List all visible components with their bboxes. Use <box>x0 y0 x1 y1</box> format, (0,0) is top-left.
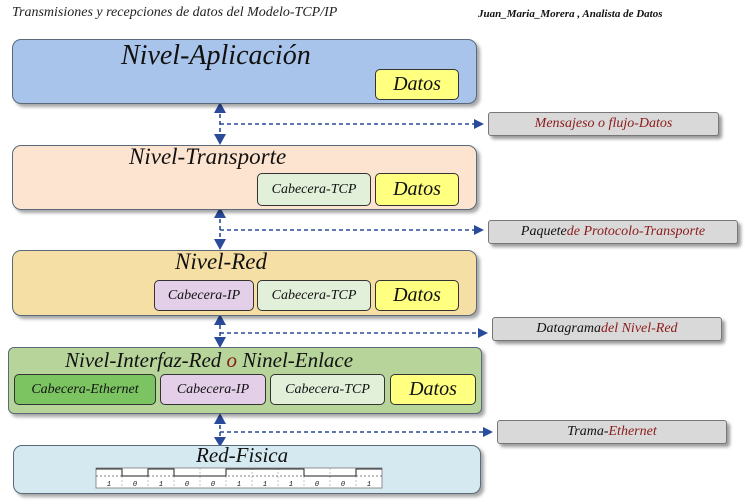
label-mensaje: Mensajeso o flujo-Datos <box>488 112 719 136</box>
layer-red-title: Nivel-Red <box>175 249 267 274</box>
layer-fisica: Red-Fisica 1 0 1 0 0 1 1 1 0 0 1 <box>13 443 481 494</box>
bit-label: 0 <box>211 481 215 489</box>
bit-waveform <box>96 468 382 477</box>
label-trama-part1: Trama- <box>567 424 609 439</box>
bit-label: 1 <box>237 481 241 489</box>
cabecera-tcp-box: Cabecera-TCP <box>270 374 385 405</box>
up-arrow-icon <box>214 207 226 218</box>
up-arrow-icon <box>214 413 226 424</box>
label-paquete-part2: de Protocolo-Transporte <box>566 224 706 239</box>
datos-box: Datos <box>375 280 459 311</box>
label-datagrama: Datagrama del Nivel-Red <box>492 317 722 341</box>
label-datagrama-part2: del Nivel-Red <box>600 321 678 336</box>
down-arrow-icon <box>214 437 226 447</box>
bit-label: 0 <box>341 481 345 489</box>
bit-strip-frame <box>95 467 383 489</box>
cabecera-tcp-box: Cabecera-TCP <box>257 173 371 206</box>
up-arrow-icon <box>214 314 226 325</box>
down-arrow-icon <box>214 239 226 250</box>
label-paquete-part1: Paquete <box>520 224 567 239</box>
bit-label: 1 <box>263 481 267 489</box>
down-arrow-icon <box>214 337 226 348</box>
datos-box: Datos <box>375 69 459 100</box>
layer-enlace-title-part2: Ninel-Enlace <box>237 348 354 372</box>
layer-enlace-title: Nivel-Interfaz-Red o Ninel-Enlace <box>65 348 353 373</box>
datos-box: Datos <box>390 374 476 405</box>
bit-label: 1 <box>107 481 111 489</box>
label-datagrama-part1: Datagrama <box>536 321 601 336</box>
bit-label: 0 <box>315 481 319 489</box>
cabecera-ethernet-box: Cabecera-Ethernet <box>14 374 156 405</box>
layer-enlace-title-part1: Nivel-Interfaz-Red <box>65 348 227 372</box>
bit-label: 0 <box>133 481 137 489</box>
layer-transporte: Nivel-Transporte Cabecera-TCP Datos <box>12 144 477 210</box>
layer-aplicacion: Nivel-Aplicación Datos <box>12 39 477 104</box>
bit-label: 1 <box>289 481 293 489</box>
layer-enlace-title-o: o <box>226 348 238 372</box>
author-credit: Juan_Maria_Morera , Analista de Datos <box>478 8 663 20</box>
bit-label: 0 <box>185 481 189 489</box>
layer-fisica-title: Red-Fisica <box>196 443 289 467</box>
up-arrow-icon <box>214 102 226 113</box>
bit-signal: 1 0 1 0 0 1 1 1 0 0 1 <box>95 467 383 489</box>
cabecera-ip-box: Cabecera-IP <box>154 280 254 311</box>
label-trama-part2: Ethernet <box>608 424 657 439</box>
layer-transporte-title: Nivel-Transporte <box>129 144 287 169</box>
cabecera-ip-box: Cabecera-IP <box>160 374 266 405</box>
datos-box: Datos <box>375 173 459 206</box>
layer-aplicacion-title: Nivel-Aplicación <box>121 40 311 71</box>
diagram-title: Transmisiones y recepciones de datos del… <box>12 5 338 20</box>
layer-red: Nivel-Red Cabecera-IP Cabecera-TCP Datos <box>12 249 477 316</box>
bit-label: 1 <box>367 481 371 489</box>
down-arrow-icon <box>214 134 226 145</box>
label-trama: Trama-Ethernet <box>497 420 727 444</box>
layer-enlace: Nivel-Interfaz-Red o Ninel-Enlace Cabece… <box>8 347 482 414</box>
label-paquete: Paquete de Protocolo-Transporte <box>488 220 738 244</box>
cabecera-tcp-box: Cabecera-TCP <box>257 280 371 311</box>
bit-label: 1 <box>159 481 163 489</box>
